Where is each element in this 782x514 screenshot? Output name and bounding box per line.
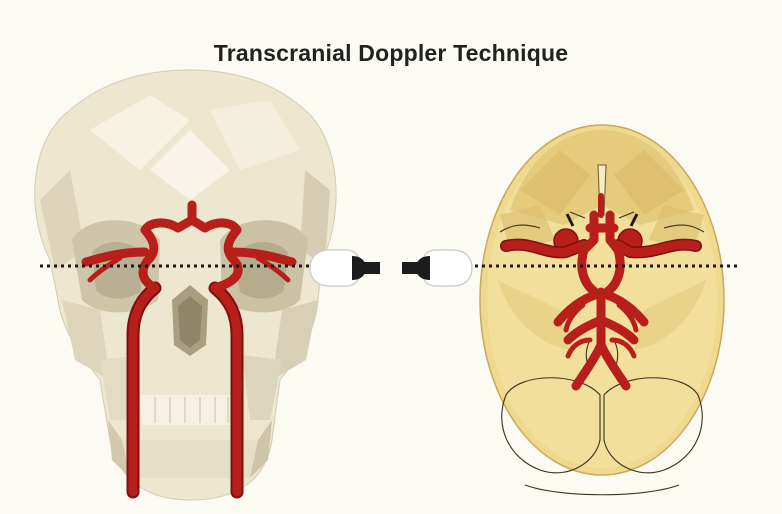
right-probe-icon xyxy=(402,250,472,286)
front-skull-icon xyxy=(35,70,336,500)
left-probe-icon xyxy=(310,250,380,286)
